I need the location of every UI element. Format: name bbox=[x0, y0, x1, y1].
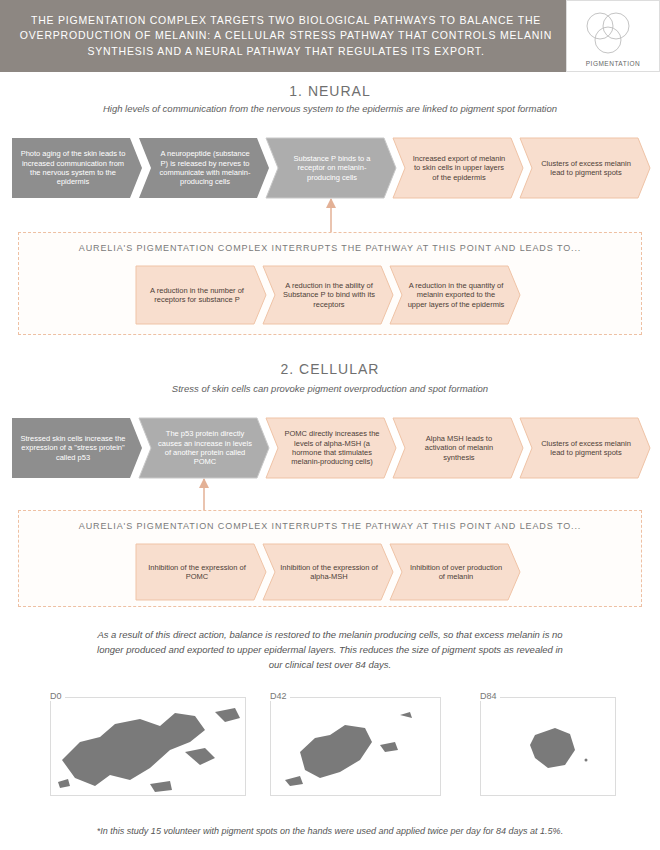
photo-frame bbox=[51, 698, 246, 796]
step-text: Inhibition of over production of melanin bbox=[390, 563, 520, 582]
chevron-step: Increased export of melanin to skin cell… bbox=[393, 138, 523, 198]
chevron-step: Photo aging of the skin leads to increas… bbox=[12, 138, 142, 198]
step-text: A reduction in the ability of Substance … bbox=[263, 281, 393, 309]
section-subtitle: Stress of skin cells can provoke pigment… bbox=[20, 383, 640, 395]
step-text: A reduction in the number of receptors f… bbox=[136, 286, 266, 305]
chevron-step: Substance P binds to a receptor on melan… bbox=[266, 138, 396, 198]
chevron-outline bbox=[263, 544, 393, 600]
chevron-outline bbox=[266, 418, 396, 478]
chevron-step: The p53 protein directly causes an incre… bbox=[139, 418, 269, 478]
chevron-step: A neuropeptide (substance P) is released… bbox=[139, 138, 269, 198]
chevron-step: A reduction in the ability of Substance … bbox=[263, 266, 393, 324]
dashed-panel: AURELIA'S PIGMENTATION COMPLEX INTERRUPT… bbox=[18, 232, 642, 335]
step-text: Substance P binds to a receptor on melan… bbox=[266, 154, 396, 182]
chevron-step: Clusters of excess melanin lead to pigme… bbox=[520, 138, 650, 198]
step-text: A reduction in the quantity of melanin e… bbox=[390, 281, 520, 309]
venn-circle bbox=[587, 13, 613, 39]
step-text: Clusters of excess melanin lead to pigme… bbox=[520, 159, 650, 178]
step-text: A neuropeptide (substance P) is released… bbox=[139, 149, 269, 187]
step-text: The p53 protein directly causes an incre… bbox=[139, 429, 269, 467]
photo-frame bbox=[481, 698, 616, 796]
step-text: Inhibition of the expression of alpha-MS… bbox=[263, 563, 393, 582]
connector-arrow bbox=[330, 199, 332, 232]
step-text: Alpha MSH leads to activation of melanin… bbox=[393, 434, 523, 462]
step-text: Stressed skin cells increase the express… bbox=[12, 434, 142, 462]
chevron-outline bbox=[12, 138, 142, 198]
chevron-outline bbox=[136, 266, 266, 324]
chevron-step: Inhibition of the expression of POMC bbox=[136, 544, 266, 600]
pigment-spots bbox=[58, 708, 588, 792]
chevron-outline bbox=[393, 418, 523, 478]
step-text: POMC directly increases the levels of al… bbox=[266, 429, 396, 467]
chevron-step: Inhibition of over production of melanin bbox=[390, 544, 520, 600]
day-label: D84 bbox=[477, 691, 500, 701]
step-text: Photo aging of the skin leads to increas… bbox=[12, 149, 142, 187]
chevron-step: Alpha MSH leads to activation of melanin… bbox=[393, 418, 523, 478]
connector-arrow bbox=[203, 479, 205, 510]
chevron-step: A reduction in the number of receptors f… bbox=[136, 266, 266, 324]
chevron-outline bbox=[12, 418, 142, 478]
section-subtitle: High levels of communication from the ne… bbox=[20, 103, 640, 115]
chevron-step: Inhibition of the expression of alpha-MS… bbox=[263, 544, 393, 600]
dashed-panel: AURELIA'S PIGMENTATION COMPLEX INTERRUPT… bbox=[18, 510, 642, 607]
day-label: D42 bbox=[267, 691, 290, 701]
step-text: Increased export of melanin to skin cell… bbox=[393, 154, 523, 182]
chevron-outline bbox=[393, 138, 523, 198]
step-text: Inhibition of the expression of POMC bbox=[136, 563, 266, 582]
day-label: D0 bbox=[47, 691, 65, 701]
chevron-outline bbox=[266, 138, 396, 198]
chevron-step: POMC directly increases the levels of al… bbox=[266, 418, 396, 478]
section-heading: 2. CELLULAR bbox=[0, 361, 660, 377]
chevron-outline bbox=[390, 266, 520, 324]
chevron-outline bbox=[390, 544, 520, 600]
chevron-step: Stressed skin cells increase the express… bbox=[12, 418, 142, 478]
chevron-outline bbox=[139, 418, 269, 478]
chevron-outline bbox=[520, 418, 650, 478]
icon-label: PIGMENTATION bbox=[566, 60, 660, 67]
header-band bbox=[0, 0, 566, 72]
chevron-outline bbox=[263, 266, 393, 324]
chevron-step: A reduction in the quantity of melanin e… bbox=[390, 266, 520, 324]
step-text: Clusters of excess melanin lead to pigme… bbox=[520, 439, 650, 458]
chevron-outline bbox=[139, 138, 269, 198]
conclusion-text: As a result of this direct action, balan… bbox=[90, 627, 570, 673]
panel-heading: AURELIA'S PIGMENTATION COMPLEX INTERRUPT… bbox=[19, 233, 641, 254]
venn-circle bbox=[595, 27, 621, 53]
page-title: THE PIGMENTATION COMPLEX TARGETS TWO BIO… bbox=[16, 6, 556, 66]
chevron-outline bbox=[520, 138, 650, 198]
chevron-step: Clusters of excess melanin lead to pigme… bbox=[520, 418, 650, 478]
icon-panel bbox=[567, 1, 660, 72]
photo-frame bbox=[271, 698, 441, 796]
footnote: *In this study 15 volunteer with pigment… bbox=[20, 826, 640, 836]
chevron-outline bbox=[136, 544, 266, 600]
venn-circle bbox=[603, 13, 629, 39]
panel-heading: AURELIA'S PIGMENTATION COMPLEX INTERRUPT… bbox=[19, 511, 641, 532]
section-heading: 1. NEURAL bbox=[0, 83, 660, 99]
